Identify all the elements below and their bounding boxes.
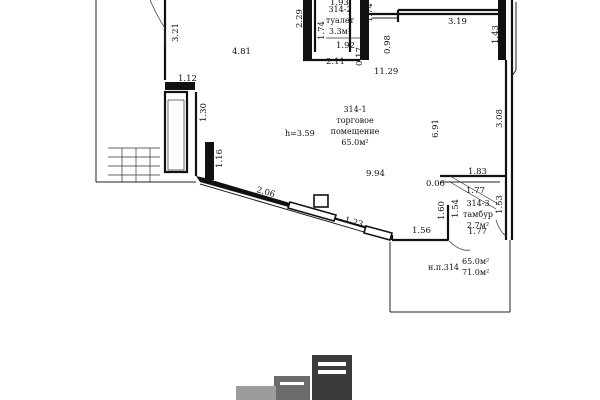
summary-area-2: 71.0м² bbox=[462, 268, 489, 277]
dim-vest-left-b: 1.54 bbox=[451, 199, 461, 218]
room-area: 65.0м² bbox=[341, 138, 368, 147]
dim-toilet-left: 2.29 bbox=[295, 9, 305, 28]
dim-toilet-small: 0.17 bbox=[355, 47, 365, 66]
dim-diag-2: 1.23 bbox=[343, 215, 364, 230]
room-id: 314-3 bbox=[466, 199, 489, 208]
dim-toilet-base: 2.11 bbox=[326, 57, 345, 67]
room-id: 314-2 bbox=[328, 5, 351, 14]
dim-right-top: 1.43 bbox=[491, 25, 501, 44]
dim-toilet-right: 1.74 bbox=[365, 3, 375, 22]
dim-column-w: 1.16 bbox=[215, 149, 225, 168]
dim-left-width: 4.81 bbox=[232, 47, 251, 57]
company-logo bbox=[236, 355, 352, 400]
dim-toilet-right-wall: 0.98 bbox=[383, 35, 393, 54]
dim-bottom-step: 1.56 bbox=[412, 226, 431, 236]
room-name-line2: помещение bbox=[331, 127, 380, 136]
dim-vest-small: 0.06 bbox=[426, 179, 445, 189]
dim-total-width: 11.29 bbox=[374, 67, 398, 77]
room-area: 2.7м² bbox=[467, 221, 489, 230]
dim-vest-mid: 1.77 bbox=[466, 186, 485, 196]
summary-block: н.п.314 65.0м² 71.0м² bbox=[428, 257, 489, 277]
dim-toilet-bottom: 1.92 bbox=[336, 41, 355, 51]
room-name-line1: торговое bbox=[336, 116, 374, 125]
dim-toilet-top: 1.93 bbox=[330, 0, 349, 8]
logo-building-low bbox=[236, 386, 276, 400]
dim-column-h: 1.30 bbox=[199, 103, 209, 122]
dim-vest-left-a: 1.60 bbox=[437, 201, 447, 220]
room-name: тамбур bbox=[463, 210, 493, 219]
dim-left-diag: 3.21 bbox=[171, 23, 181, 42]
stair bbox=[108, 147, 160, 182]
dim-center-h: 6.91 bbox=[431, 119, 441, 138]
dim-right-mid: 3.08 bbox=[495, 109, 505, 128]
summary-area-1: 65.0м² bbox=[462, 257, 489, 266]
dim-vest-right: 1.53 bbox=[495, 195, 505, 214]
room-label-toilet: 314-2 туалет 3.3м² bbox=[326, 5, 355, 36]
dim-vest-bottom: 1.77 bbox=[468, 227, 487, 237]
logo-stripe bbox=[318, 362, 346, 366]
room-label-vestibule: 314-3 тамбур 2.7м² bbox=[463, 199, 493, 230]
dimension-labels: 3.21 4.81 1.12 1.30 1.16 1.93 2.29 1.74 … bbox=[171, 0, 505, 237]
logo-building-mid bbox=[274, 376, 310, 400]
room-label-main: 314-1 торговое помещение 65.0м² bbox=[331, 105, 380, 147]
room-id: 314-1 bbox=[343, 105, 366, 114]
dim-center-w: 9.94 bbox=[366, 169, 385, 179]
room-area: 3.3м² bbox=[329, 27, 351, 36]
logo-stripe bbox=[280, 382, 304, 385]
logo-building-tall bbox=[312, 355, 352, 400]
dim-top-right: 3.19 bbox=[448, 17, 467, 27]
dim-left-step: 1.12 bbox=[178, 74, 197, 84]
room-name: туалет bbox=[326, 16, 355, 25]
dim-toilet-inner: 1.74 bbox=[317, 21, 327, 40]
dim-vest-top: 1.83 bbox=[468, 167, 487, 177]
exterior-walls bbox=[95, 0, 517, 313]
summary-label: н.п.314 bbox=[428, 263, 459, 272]
ceiling-height: h=3.59 bbox=[285, 129, 315, 138]
logo-stripe bbox=[318, 370, 346, 374]
